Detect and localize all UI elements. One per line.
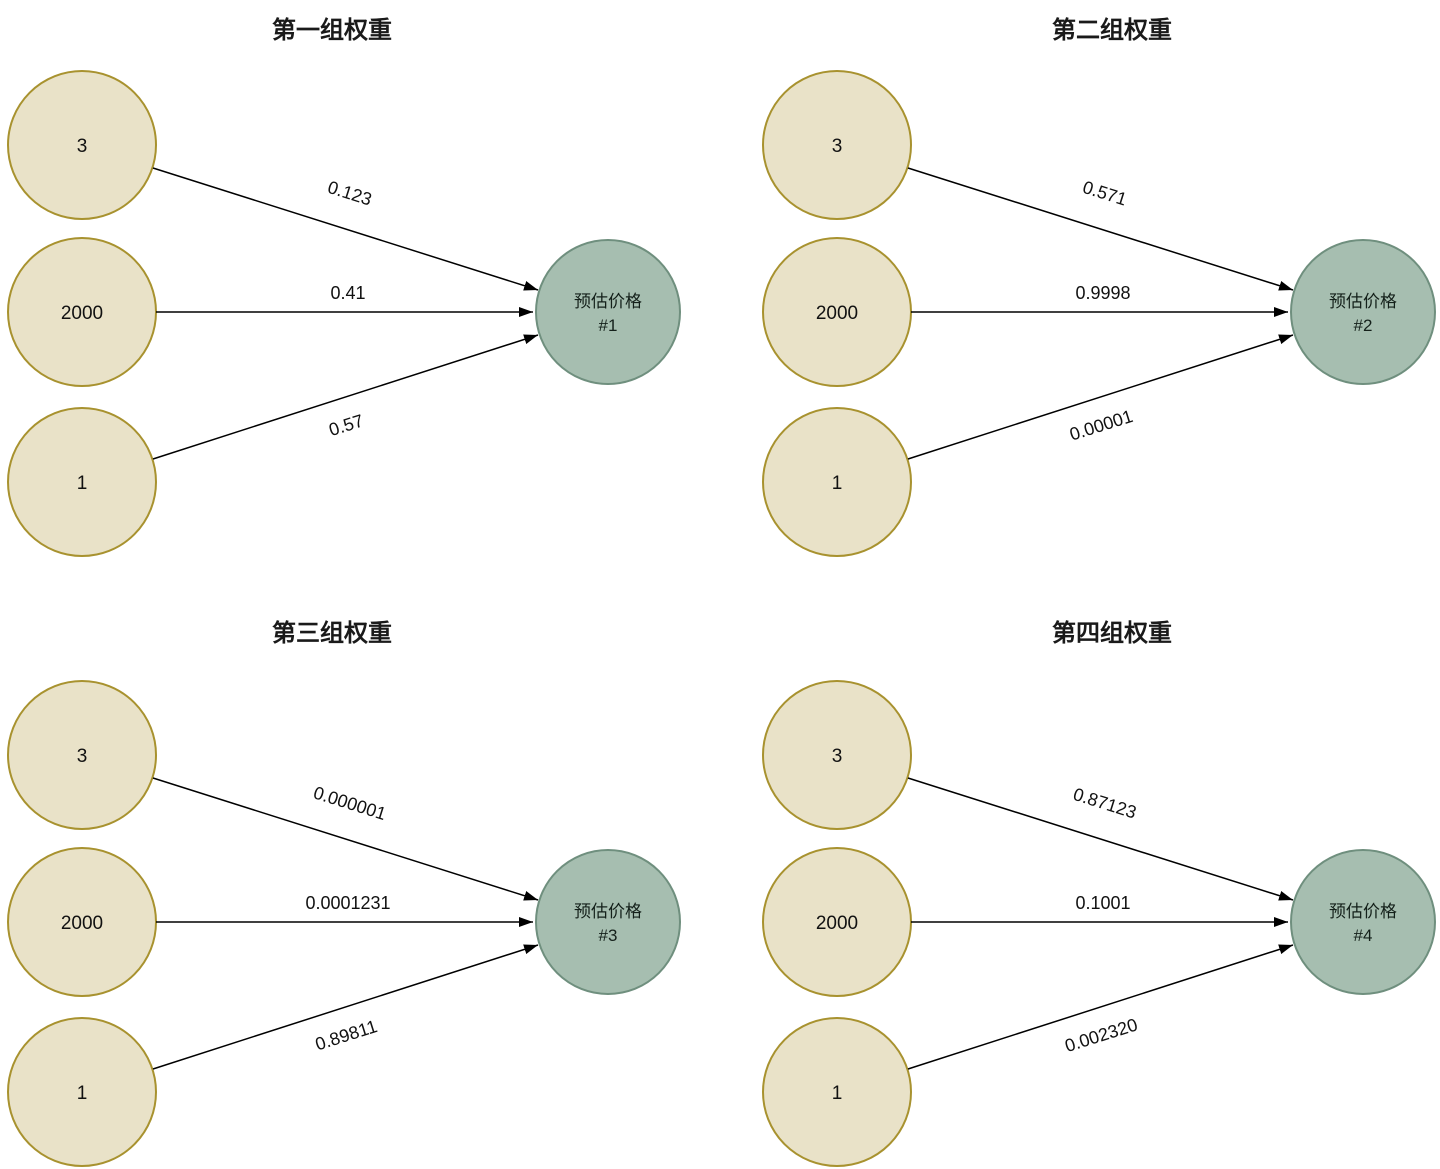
weight-arrow bbox=[152, 777, 539, 901]
weight-label: 0.123 bbox=[325, 177, 374, 210]
diagram-title: 第四组权重 bbox=[1052, 619, 1172, 647]
output-node-label-line2: #4 bbox=[1354, 926, 1373, 945]
output-node-label-line1: 预估价格 bbox=[574, 902, 642, 921]
input-node-circle bbox=[7, 1017, 157, 1167]
weight-label: 0.89811 bbox=[313, 1016, 380, 1054]
input-node-circle bbox=[762, 70, 912, 220]
input-node-label: 2000 bbox=[61, 303, 103, 324]
output-node-label-line1: 预估价格 bbox=[574, 292, 642, 311]
weight-arrow bbox=[152, 334, 539, 460]
output-node-circle bbox=[1290, 239, 1436, 385]
weight-label: 0.57 bbox=[326, 410, 365, 440]
weight-label: 0.00001 bbox=[1067, 406, 1135, 445]
input-node-circle bbox=[7, 680, 157, 830]
input-node-circle bbox=[762, 407, 912, 557]
input-node-label: 1 bbox=[77, 473, 88, 494]
weight-diagram-1: 第一组权重 3 2000 1 0.123 0.41 0.57 预估价格 #1 bbox=[7, 16, 681, 557]
weight-diagram-2: 第二组权重 3 2000 1 0.571 0.9998 0.00001 预估价格… bbox=[762, 16, 1436, 557]
weight-arrow bbox=[907, 167, 1294, 291]
weight-arrow bbox=[907, 334, 1294, 460]
output-node-label-line2: #2 bbox=[1354, 316, 1373, 335]
output-node-label-line1: 预估价格 bbox=[1329, 292, 1397, 311]
weight-label: 0.002320 bbox=[1062, 1014, 1140, 1056]
weight-diagram-3: 第三组权重 3 2000 1 0.000001 0.0001231 0.8981… bbox=[7, 619, 681, 1167]
input-node-label: 1 bbox=[832, 473, 843, 494]
input-node-label: 1 bbox=[77, 1083, 88, 1104]
input-node-label: 2000 bbox=[816, 913, 858, 934]
weight-arrow bbox=[152, 167, 539, 291]
weight-arrow bbox=[907, 944, 1294, 1070]
weight-label: 0.000001 bbox=[311, 782, 389, 824]
input-node-circle bbox=[7, 70, 157, 220]
output-node-circle bbox=[535, 239, 681, 385]
input-node-label: 1 bbox=[832, 1083, 843, 1104]
weight-label: 0.0001231 bbox=[305, 893, 390, 913]
weight-label: 0.9998 bbox=[1075, 283, 1130, 303]
weight-label: 0.41 bbox=[330, 283, 365, 303]
output-node-label-line1: 预估价格 bbox=[1329, 902, 1397, 921]
input-node-label: 3 bbox=[832, 746, 843, 767]
output-node-label-line2: #1 bbox=[599, 316, 618, 335]
weight-arrow bbox=[907, 777, 1294, 901]
output-node-label-line2: #3 bbox=[599, 926, 618, 945]
weight-arrow bbox=[152, 944, 539, 1070]
input-node-circle bbox=[7, 407, 157, 557]
output-node-circle bbox=[1290, 849, 1436, 995]
diagram-title: 第一组权重 bbox=[272, 16, 392, 44]
output-node-circle bbox=[535, 849, 681, 995]
input-node-label: 3 bbox=[832, 136, 843, 157]
input-node-label: 2000 bbox=[816, 303, 858, 324]
input-node-circle bbox=[762, 1017, 912, 1167]
weight-label: 0.571 bbox=[1080, 177, 1129, 210]
input-node-label: 2000 bbox=[61, 913, 103, 934]
weight-label: 0.1001 bbox=[1075, 893, 1130, 913]
diagram-title: 第二组权重 bbox=[1052, 16, 1172, 44]
input-node-label: 3 bbox=[77, 136, 88, 157]
weight-diagram-4: 第四组权重 3 2000 1 0.87123 0.1001 0.002320 预… bbox=[762, 619, 1436, 1167]
weight-label: 0.87123 bbox=[1071, 784, 1139, 823]
input-node-label: 3 bbox=[77, 746, 88, 767]
input-node-circle bbox=[762, 680, 912, 830]
diagram-title: 第三组权重 bbox=[272, 619, 392, 647]
